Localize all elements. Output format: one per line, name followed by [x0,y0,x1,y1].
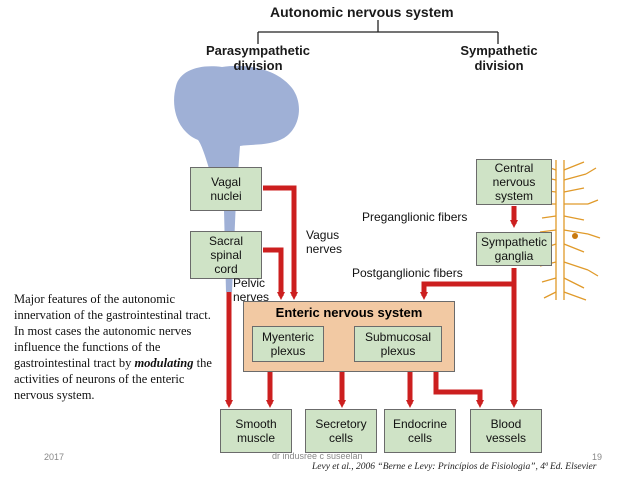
tree-lines [257,20,499,44]
parasympathetic-heading: Parasympathetic division [205,43,311,73]
footer-page-number: 19 [592,452,603,462]
footer-author: dr indusree c suseelan [272,451,363,461]
vagal-nuclei-box: Vagal nuclei [190,167,262,211]
caption-part-b: the activities of neurons of the enteric… [14,356,212,402]
diagram-title: Autonomic nervous system [270,4,454,20]
sympathetic-ganglia-box: Sympathetic ganglia [476,232,552,266]
citation: Levy et al., 2006 “Berne e Levy: Princíp… [312,462,597,472]
caption-emphasis: modulating [134,356,194,370]
central-nervous-system-box: Central nervous system [476,159,552,205]
figure-caption: Major features of the autonomic innervat… [14,291,212,403]
endocrine-cells-box: Endocrine cells [384,409,456,453]
red-arrows [225,185,518,408]
postganglionic-label: Postganglionic fibers [352,266,463,280]
secretory-cells-box: Secretory cells [305,409,377,453]
sacral-spinal-cord-box: Sacral spinal cord [190,231,262,279]
caption-part-a: Major features of the autonomic innervat… [14,292,211,370]
footer-year: 2017 [44,452,65,462]
submucosal-plexus-box: Submucosal plexus [354,326,442,362]
vagus-nerves-label: Vagus nerves [306,228,343,256]
blood-vessels-box: Blood vessels [470,409,542,453]
smooth-muscle-box: Smooth muscle [220,409,292,453]
ganglion-dot [572,233,578,239]
sympathetic-heading: Sympathetic division [460,43,538,73]
sympathetic-chain [537,160,601,301]
myenteric-plexus-box: Myenteric plexus [252,326,324,362]
preganglionic-label: Preganglionic fibers [362,210,468,224]
pelvic-nerves-label: Pelvic nerves [233,276,270,304]
enteric-title: Enteric nervous system [275,305,423,320]
